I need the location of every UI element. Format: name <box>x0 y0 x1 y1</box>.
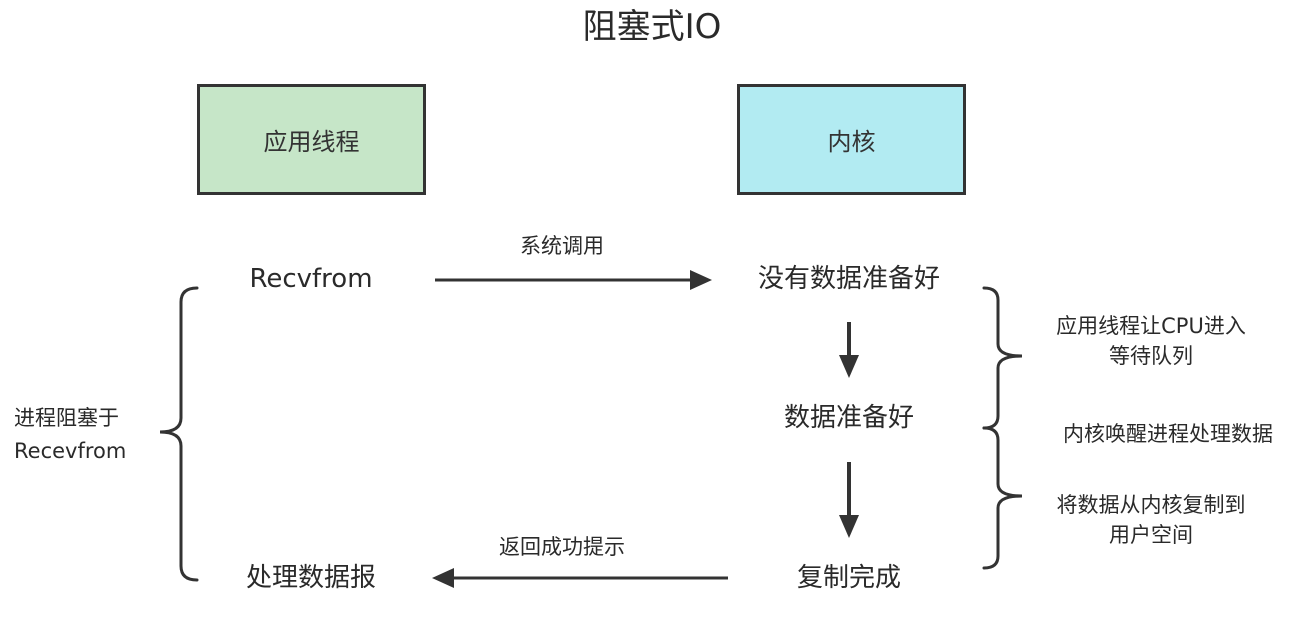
syscall-label: 系统调用 <box>520 234 604 258</box>
return-label: 返回成功提示 <box>499 535 625 559</box>
app-thread-label: 应用线程 <box>263 128 360 156</box>
kernel-label: 内核 <box>827 128 876 156</box>
right-brace-1 <box>982 286 1023 430</box>
left-note-line2: Recevfrom <box>14 439 127 463</box>
copy-done-node: 复制完成 <box>796 563 902 593</box>
wakeup-note: 内核唤醒进程处理数据 <box>1063 422 1273 446</box>
cpu-note-line2: 等待队列 <box>1109 344 1193 368</box>
ready-node: 数据准备好 <box>783 403 915 433</box>
down-arrow-2 <box>839 462 859 538</box>
kernel-box: 内核 <box>737 84 966 195</box>
copy-note-line1: 将数据从内核复制到 <box>1056 493 1246 517</box>
left-brace <box>159 286 199 582</box>
syscall-arrow <box>435 270 712 290</box>
app-thread-box: 应用线程 <box>197 84 426 195</box>
copy-note-line2: 用户空间 <box>1109 523 1193 547</box>
diagram-title: 阻塞式IO <box>582 7 722 47</box>
right-brace-2 <box>982 426 1023 570</box>
return-arrow <box>432 568 728 588</box>
recvfrom-node: Recvfrom <box>249 264 373 294</box>
down-arrow-1 <box>839 322 859 378</box>
process-node: 处理数据报 <box>245 563 377 593</box>
cpu-note-line1: 应用线程让CPU进入 <box>1056 314 1246 338</box>
left-note-line1: 进程阻塞于 <box>14 406 119 430</box>
not-ready-node: 没有数据准备好 <box>757 264 941 294</box>
